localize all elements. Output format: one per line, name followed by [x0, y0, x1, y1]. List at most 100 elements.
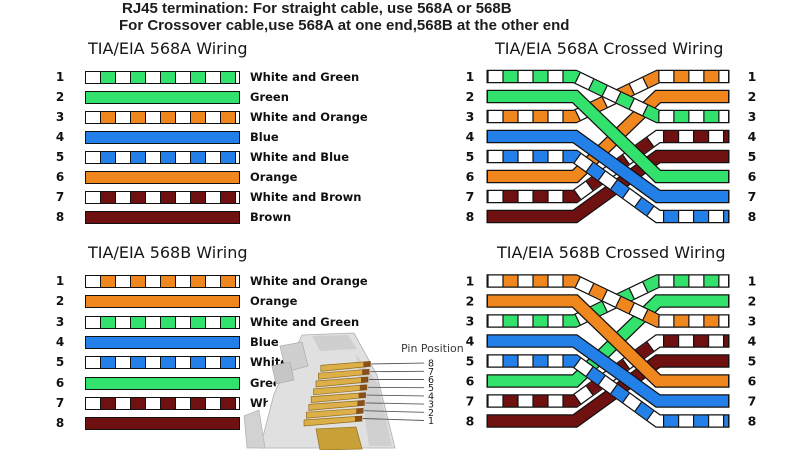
- pin-number: 5: [55, 150, 65, 164]
- wire-bar-orange: [85, 295, 240, 308]
- pin-number-left: 3: [466, 314, 475, 329]
- wire-bar-brown: [85, 417, 240, 430]
- wire-bar-white_brown: [85, 191, 240, 204]
- pin-number: 4: [55, 130, 65, 144]
- pin-number-right: 8: [748, 209, 757, 224]
- connector-pin-tip: [358, 392, 366, 399]
- pin-number-right: 4: [748, 334, 757, 349]
- connector-pin-tip: [363, 361, 371, 368]
- pin-number: 3: [55, 315, 65, 329]
- wire-white_orange-pin1-to-pin3: [486, 274, 730, 328]
- pin-number: 2: [55, 294, 65, 308]
- pin-number-right: 4: [748, 129, 757, 144]
- pin-callout-number: 6: [428, 375, 434, 386]
- wire-blue-pin4-to-pin7: [486, 129, 730, 204]
- pin-number-left: 4: [466, 334, 475, 349]
- connector-pin-tip: [362, 369, 370, 375]
- pin-number-left: 5: [466, 354, 475, 369]
- wire-label: White and Green: [250, 315, 360, 329]
- wire-label: Blue: [250, 335, 279, 349]
- wire-white_blue-pin5-to-pin8: [486, 149, 730, 224]
- wire-blue-pin4-to-pin7: [486, 334, 730, 408]
- pin-callout-number: 8: [428, 359, 434, 370]
- pin-number: 3: [55, 110, 65, 124]
- pin-callout-number: 7: [428, 367, 434, 378]
- wire-bar-white_orange: [85, 275, 240, 288]
- wire-label: White and Green: [250, 70, 360, 84]
- pin-number-right: 7: [748, 189, 757, 204]
- connector-pin-tip: [357, 400, 365, 407]
- connector-pin: [306, 407, 364, 419]
- pin-number-right: 1: [748, 69, 757, 84]
- pin-number: 1: [55, 274, 65, 288]
- wire-bar-white_brown: [85, 397, 240, 410]
- pin-number-right: 2: [748, 294, 757, 309]
- title-568b-straight: TIA/EIA 568B Wiring: [88, 243, 248, 262]
- pin-number-right: 6: [748, 169, 757, 184]
- wire-bar-white_green: [85, 71, 240, 84]
- pin-number-left: 3: [466, 109, 475, 124]
- pin-number-right: 3: [748, 314, 757, 329]
- header-line-1: RJ45 termination: For straight cable, us…: [122, 0, 512, 17]
- connector-pin-tip: [361, 377, 368, 383]
- pin-number: 8: [55, 416, 65, 430]
- pin-callout-number: 5: [428, 383, 434, 394]
- header-line-2: For Crossover cable,use 568A at one end,…: [119, 16, 570, 34]
- pin-number: 7: [55, 396, 65, 410]
- wire-bar-blue: [85, 336, 240, 349]
- pin-number-left: 5: [466, 149, 475, 164]
- pin-callout-number: 1: [428, 416, 434, 427]
- pin-number-right: 1: [748, 274, 757, 289]
- pin-number-left: 6: [466, 374, 475, 389]
- pin-number: 7: [55, 190, 65, 204]
- pin-callout-number: 4: [428, 391, 434, 402]
- pin-callout-line: [366, 394, 425, 397]
- pin-callout-number: 2: [428, 408, 434, 419]
- pin-number-right: 7: [748, 394, 757, 409]
- wire-bar-orange: [85, 171, 240, 184]
- pin-number: 6: [55, 170, 65, 184]
- connector-pin-tip: [356, 408, 364, 414]
- wire-label: White and Blue: [250, 150, 349, 164]
- wire-label: Brown: [250, 210, 292, 224]
- connector-body-highlight: [312, 335, 357, 351]
- pin-callout-line: [371, 362, 425, 365]
- wire-label: White and Brown: [250, 190, 362, 204]
- pin-number-left: 2: [466, 294, 475, 309]
- wire-bar-white_blue: [85, 356, 240, 369]
- wire-bar-green: [85, 91, 240, 104]
- pin-callout-number: 3: [428, 400, 434, 411]
- pin-number-left: 1: [466, 69, 475, 84]
- title-568a-crossed: TIA/EIA 568A Crossed Wiring: [495, 39, 724, 58]
- wire-bar-white_green: [85, 316, 240, 329]
- wire-bar-blue: [85, 131, 240, 144]
- pin-number: 6: [55, 376, 65, 390]
- pin-callout-line: [362, 418, 425, 421]
- title-568a-straight: TIA/EIA 568A Wiring: [88, 39, 248, 58]
- pin-number-left: 2: [466, 89, 475, 104]
- pin-number: 8: [55, 210, 65, 224]
- pin-position-caption: Pin Position: [401, 342, 464, 355]
- pin-number-left: 8: [466, 209, 475, 224]
- title-568b-crossed: TIA/EIA 568B Crossed Wiring: [497, 243, 726, 262]
- pin-number-right: 2: [748, 89, 757, 104]
- connector-latch-lower: [271, 361, 295, 385]
- connector-pin: [310, 392, 366, 403]
- pin-number-left: 1: [466, 274, 475, 289]
- connector-pin-tip: [359, 384, 367, 391]
- connector-pins: [303, 361, 371, 427]
- wire-bar-green: [85, 377, 240, 390]
- pin-number-right: 5: [748, 149, 757, 164]
- wire-label: Green: [250, 90, 289, 104]
- pin-callout-line: [364, 410, 425, 413]
- wire-bar-brown: [85, 211, 240, 224]
- connector-strain-leg: [243, 409, 266, 449]
- wire-green-pin2-to-pin6: [486, 89, 730, 184]
- connector-contact-window: [315, 426, 363, 450]
- pin-number-right: 8: [748, 414, 757, 429]
